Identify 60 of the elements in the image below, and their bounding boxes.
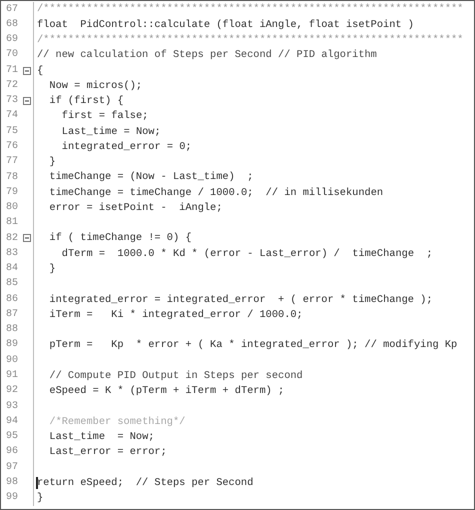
line-number: 84 xyxy=(6,264,18,274)
line-number: 72 xyxy=(6,80,18,91)
line-number: 85 xyxy=(6,279,18,290)
line-number: 97 xyxy=(6,462,18,473)
line-number: 76 xyxy=(6,142,18,152)
line-number: 74 xyxy=(6,111,18,122)
comment-rule: /******************************************************************** xyxy=(37,35,464,46)
line-number: 99 xyxy=(6,493,18,504)
code-line: pTerm = Kp * error + ( Ka * integrated_error ); // modifying Kp xyxy=(49,340,458,351)
line-number: 73 xyxy=(6,96,18,106)
code-line: } xyxy=(49,157,56,168)
line-number: 70 xyxy=(6,50,18,60)
code-line: eSpeed = K * (pTerm + iTerm + dTerm) ; xyxy=(49,386,284,396)
line-number: 87 xyxy=(6,310,18,320)
code-line: } xyxy=(37,492,44,504)
code-line: } xyxy=(49,264,56,274)
line-number: 77 xyxy=(6,157,18,168)
code-line: dTerm = 1000.0 * Kd * (error - Last_error) / timeChange ; xyxy=(62,248,433,260)
code-line: integrated_error = integrated_error + ( error * timeChange ); xyxy=(49,294,432,305)
line-number: 82 xyxy=(6,234,18,244)
line-number: 94 xyxy=(6,416,18,427)
line-number: 93 xyxy=(6,402,18,412)
code-comment: // new calculation of Steps per Second // PID algorithm xyxy=(37,50,377,61)
code-line: return eSpeed; // Steps per Second xyxy=(37,478,254,488)
line-number: 88 xyxy=(6,325,18,336)
code-line: first = false; xyxy=(62,111,148,122)
code-line: float PidControl::calculate (float iAngle, float isetPoint ) xyxy=(37,20,414,30)
code-line: Last_time = Now; xyxy=(49,432,154,442)
code-line: Last_error = error; xyxy=(49,447,167,458)
code-line: if ( timeChange != 0) { xyxy=(49,233,192,244)
line-number: 71 xyxy=(6,66,18,76)
code-comment: /*Remember something*/ xyxy=(49,416,186,427)
line-number: 67 xyxy=(6,4,18,15)
line-number: 89 xyxy=(6,340,18,350)
line-number: 91 xyxy=(6,371,18,381)
code-line: { xyxy=(37,66,44,76)
code-line: Now = micros(); xyxy=(49,80,142,92)
code-comment: // Compute PID Output in Steps per second xyxy=(49,370,303,382)
code-line: Last_time = Now; xyxy=(62,126,161,137)
code-line: timeChange = timeChange / 1000.0; // in millisekunden xyxy=(49,188,384,198)
line-number: 92 xyxy=(6,386,18,396)
line-number: 86 xyxy=(6,294,18,305)
code-line: error = isetPoint - iAngle; xyxy=(49,202,222,214)
line-number: 75 xyxy=(6,126,18,137)
line-number: 81 xyxy=(6,218,18,228)
line-number: 96 xyxy=(6,447,18,458)
code-line: integrated_error = 0; xyxy=(62,142,192,152)
line-number: 90 xyxy=(6,356,18,366)
line-number: 78 xyxy=(6,172,18,183)
line-number: 79 xyxy=(6,188,18,198)
line-number: 68 xyxy=(6,20,18,30)
line-number: 69 xyxy=(6,35,18,46)
line-number: 95 xyxy=(6,432,18,442)
line-number: 98 xyxy=(6,478,18,488)
comment-rule: /******************************************************************** xyxy=(37,4,464,15)
code-line: timeChange = (Now - Last_time) ; xyxy=(49,172,254,183)
line-number: 83 xyxy=(6,248,18,259)
code-line: iTerm = Ki * integrated_error / 1000.0; xyxy=(49,310,303,320)
line-number: 80 xyxy=(6,203,18,214)
code-line: if (first) { xyxy=(49,96,124,106)
